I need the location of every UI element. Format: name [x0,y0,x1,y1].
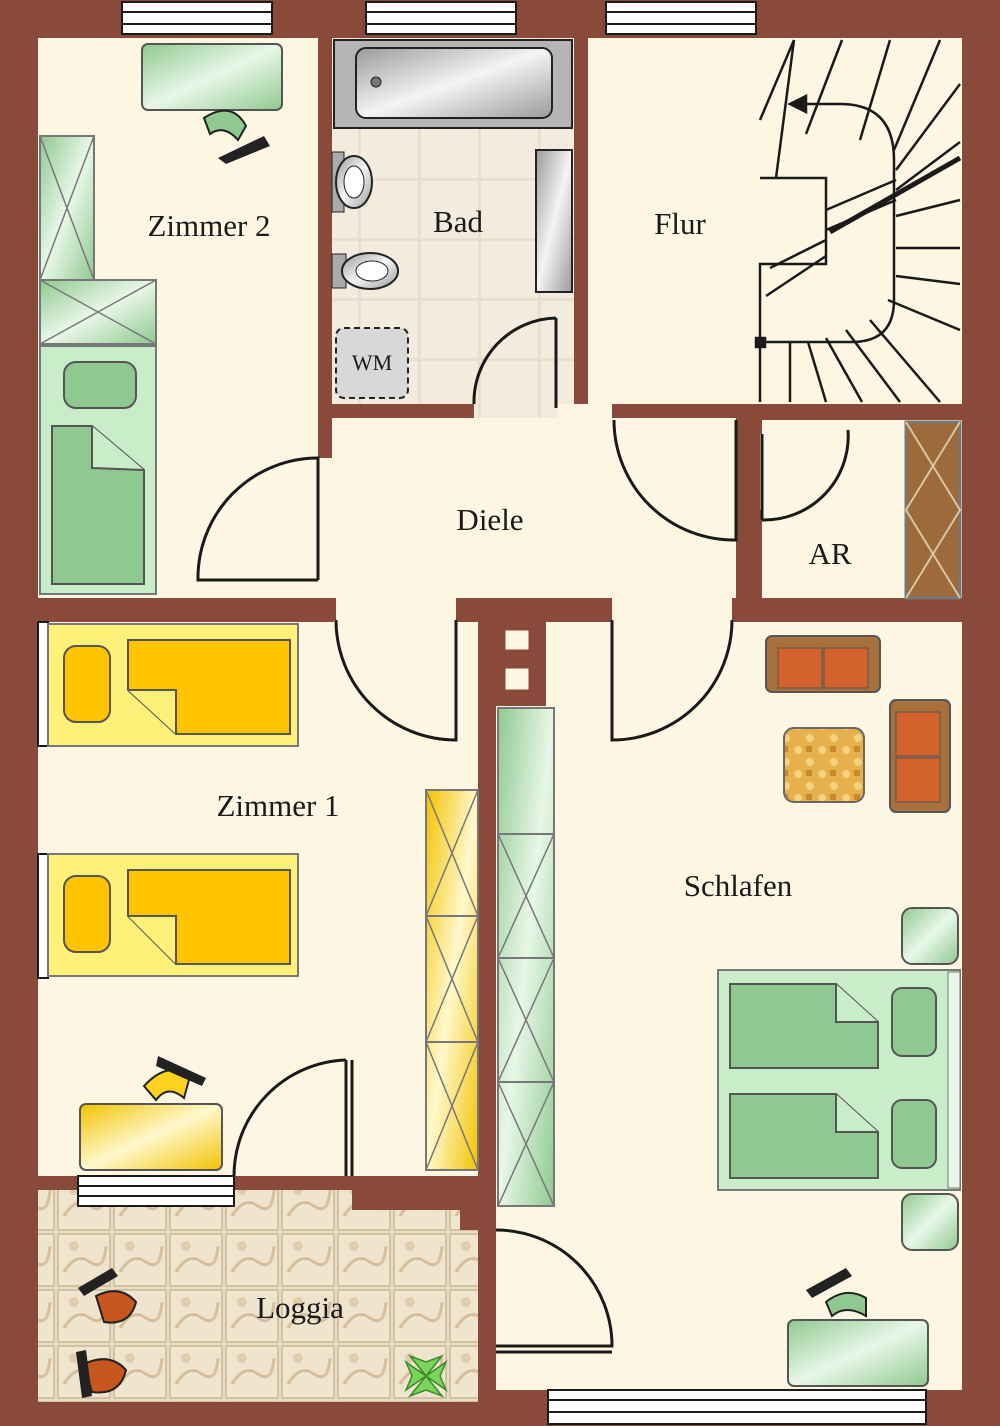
room-label-flur: Flur [654,206,706,241]
room-label-ar: AR [808,536,852,571]
desk-schlafen [787,1319,929,1387]
room-label-schlafen: Schlafen [683,868,793,903]
floor-diele [332,418,736,598]
wardrobe-schlafen [497,707,555,1207]
windows [37,1,927,1425]
toilet [331,252,399,290]
nightstand-bottom [901,1193,959,1251]
sofa-top [765,635,881,693]
bed-zimmer2 [39,345,157,595]
loggia-chair-bottom [76,1350,128,1398]
nightstand-top [901,907,959,965]
sofa-right [889,699,951,813]
storage-shelf [904,420,962,600]
bed-zimmer1-top [47,623,299,747]
room-label-diele: Diele [456,502,524,537]
floor-flur [588,38,962,404]
double-bed [717,969,961,1191]
bath-cabinet [535,149,573,293]
plant [404,1354,448,1398]
rug [783,727,865,803]
interior-walls [38,38,962,1230]
desk-zimmer2 [141,43,283,111]
chair-schlafen [806,1268,867,1318]
bathtub [333,39,573,129]
staircase [754,39,962,403]
bed-zimmer1-bottom [47,853,299,977]
sink [331,151,373,213]
chair-zimmer2 [202,109,270,164]
desk-zimmer1 [79,1103,223,1171]
wardrobe-zimmer1 [425,789,479,1171]
room-label-bad: Bad [433,204,483,239]
doors [196,316,850,1354]
washing-machine-label: WM [351,350,393,375]
loggia-chair-top [78,1268,138,1324]
room-label-loggia: Loggia [256,1290,344,1325]
room-label-zimmer1: Zimmer 1 [216,788,340,823]
washing-machine [335,327,409,399]
room-label-zimmer2: Zimmer 2 [147,208,271,243]
chair-zimmer1 [142,1056,206,1102]
